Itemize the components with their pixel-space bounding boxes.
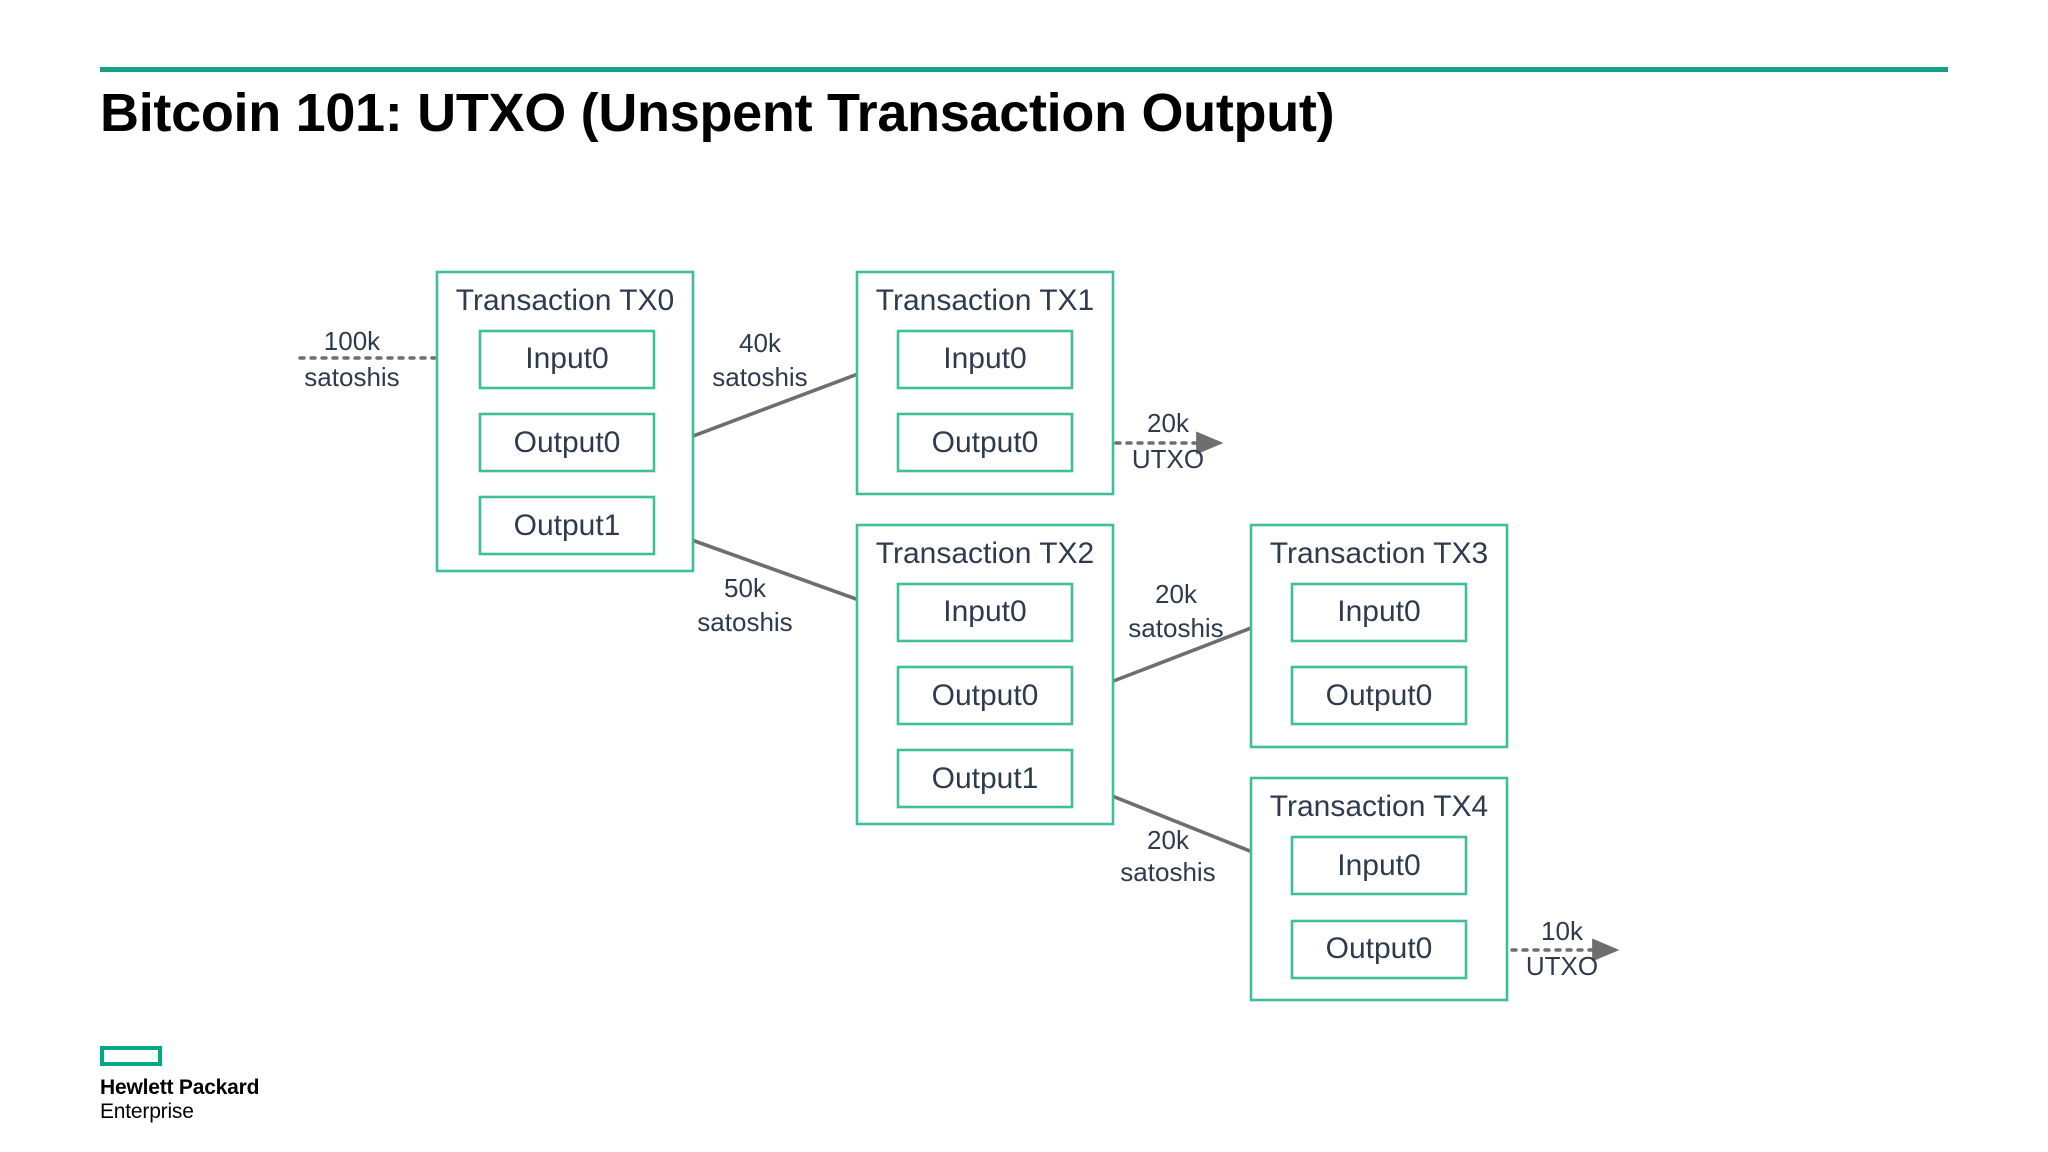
- hpe-logo: Hewlett Packard Enterprise: [100, 1046, 360, 1123]
- flow-tx2-out0-to-tx3-amount: 20k: [1155, 579, 1198, 609]
- flow-tx2-out0-to-tx3-unit: satoshis: [1128, 613, 1223, 643]
- tx0-output1-label: Output1: [514, 509, 621, 542]
- flow-tx2-out1-to-tx4-unit: satoshis: [1120, 857, 1215, 887]
- transaction-box-tx4[interactable]: Transaction TX4 Input0 Output0: [1249, 776, 1509, 1002]
- tx3-input0-label: Input0: [1337, 595, 1420, 628]
- tx2-input0-box[interactable]: [896, 582, 1074, 643]
- flow-tx0-out1-to-tx2-unit: satoshis: [697, 607, 792, 637]
- hpe-rectangle-icon: [100, 1046, 162, 1066]
- tx4-output0-label: Output0: [1326, 932, 1433, 965]
- flow-tx0-out0-to-tx1-amount: 40k: [739, 328, 782, 358]
- tx2-output1-box[interactable]: [896, 748, 1074, 809]
- tx3-output0-label: Output0: [1326, 679, 1433, 712]
- tx4-title: Transaction TX4: [1270, 790, 1488, 823]
- flow-tx2-out1-to-tx4-amount: 20k: [1147, 825, 1190, 855]
- tx2-title: Transaction TX2: [876, 537, 1094, 570]
- tx1-title: Transaction TX1: [876, 284, 1094, 317]
- tx1-input0-label: Input0: [943, 342, 1026, 375]
- tx1-output0-box[interactable]: [896, 412, 1074, 473]
- tx0-input0-label: Input0: [525, 342, 608, 375]
- transaction-box-tx3[interactable]: Transaction TX3 Input0 Output0: [1249, 523, 1509, 749]
- tx0-output1-box[interactable]: [478, 495, 656, 556]
- hpe-logo-line1: Hewlett Packard: [100, 1076, 260, 1099]
- flow-tx0-out1-to-tx2-amount: 50k: [724, 573, 767, 603]
- tx0-output0-box[interactable]: [478, 412, 656, 473]
- tx0-title: Transaction TX0: [456, 284, 674, 317]
- flow-in-tx0-amount: 100k: [324, 326, 381, 356]
- flow-tx1-out0-utxo-unit: UTXO: [1132, 444, 1204, 474]
- tx0-output0-label: Output0: [514, 426, 621, 459]
- tx4-input0-box[interactable]: [1290, 835, 1468, 896]
- tx4-output0-box[interactable]: [1290, 919, 1468, 980]
- flow-tx0-out0-to-tx1-unit: satoshis: [712, 362, 807, 392]
- tx2-output1-label: Output1: [932, 762, 1039, 795]
- flow-in-tx0-unit: satoshis: [304, 362, 399, 392]
- tx1-output0-label: Output0: [932, 426, 1039, 459]
- flow-tx1-out0-utxo-amount: 20k: [1147, 408, 1190, 438]
- page-title: Bitcoin 101: UTXO (Unspent Transaction O…: [100, 83, 1335, 143]
- tx1-input0-box[interactable]: [896, 329, 1074, 390]
- tx4-input0-label: Input0: [1337, 849, 1420, 882]
- transaction-box-tx2[interactable]: Transaction TX2 Input0 Output0 Output1: [855, 523, 1115, 826]
- transaction-box-tx1[interactable]: Transaction TX1 Input0 Output0: [855, 270, 1115, 496]
- tx2-output0-box[interactable]: [896, 665, 1074, 726]
- tx0-input0-box[interactable]: [478, 329, 656, 390]
- flow-tx0-out0-to-tx1: 40k satoshis: [663, 328, 897, 449]
- tx2-input0-label: Input0: [943, 595, 1026, 628]
- transaction-box-tx0[interactable]: Transaction TX0 Input0 Output0 Output1: [435, 270, 695, 573]
- tx3-title: Transaction TX3: [1270, 537, 1488, 570]
- hpe-logo-line2: Enterprise: [100, 1099, 194, 1123]
- flow-tx4-out0-utxo-unit: UTXO: [1526, 951, 1598, 981]
- tx2-output0-label: Output0: [932, 679, 1039, 712]
- title-divider-rule: [100, 67, 1948, 72]
- flow-tx1-out0-utxo: 20k UTXO: [1070, 408, 1224, 474]
- flow-tx4-out0-utxo-amount: 10k: [1541, 916, 1584, 946]
- tx3-input0-box[interactable]: [1290, 582, 1468, 643]
- tx3-output0-box[interactable]: [1290, 665, 1468, 726]
